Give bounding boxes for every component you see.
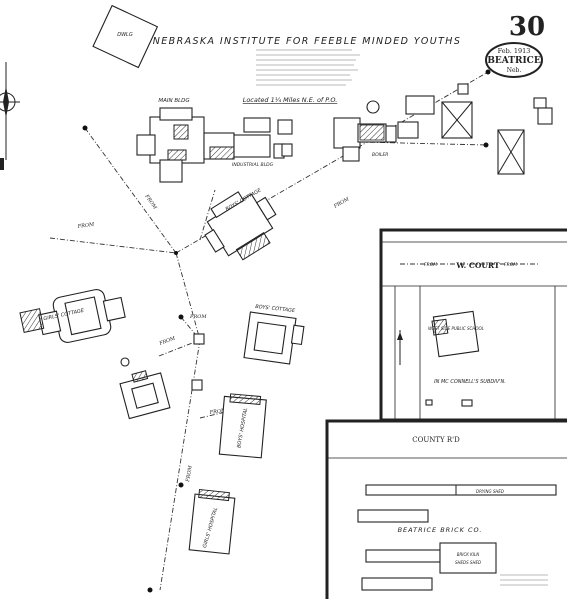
specification-notes — [256, 49, 360, 86]
stamp-date: Feb. 1913 — [498, 47, 531, 55]
center-building — [119, 370, 171, 420]
sheds-label: SHEDS SHED — [455, 560, 481, 565]
main-building: MAIN BLDG INDUSTRIAL BLDG — [136, 98, 285, 183]
road-label: FROM — [332, 196, 351, 210]
compass-rose-icon — [0, 62, 20, 170]
school-label: WEST SIDE PUBLIC SCHOOL — [428, 326, 484, 331]
boys-cottage-middle: BOYS' COTTAGE — [243, 304, 305, 365]
boiler-house: BOILER — [333, 95, 435, 162]
road-label: FROM — [504, 262, 517, 268]
east-outbuildings — [441, 83, 553, 175]
boys-hospital: BOYS' HOSPITAL — [218, 393, 267, 459]
industrial-label: INDUSTRIAL BLDG — [232, 162, 274, 168]
boys-cottage-upper: BOYS' COTTAGE — [204, 187, 277, 261]
road-label: FROM — [208, 408, 227, 416]
road-label: FROM — [143, 193, 158, 211]
dwelling-building: DWLG — [92, 4, 159, 69]
girls-cottage: GIRLS' COTTAGE — [19, 289, 126, 343]
road-label: FROM — [185, 464, 194, 483]
drying-shed-label: DRYING SHED — [476, 489, 504, 494]
brick-company-label: BEATRICE BRICK CO. — [398, 526, 483, 534]
road-label: FROM — [189, 314, 207, 320]
county-road-label: COUNTY R'D — [412, 436, 460, 444]
stamp-state: Neb. — [507, 67, 522, 74]
date-city-stamp: Feb. 1913 BEATRICE Neb. — [485, 42, 543, 78]
small-sheds — [277, 119, 293, 157]
inset-beatrice-brick: COUNTY R'D DRYING SHED BEATRICE BRICK CO… — [325, 419, 567, 603]
stamp-city: BEATRICE — [487, 56, 541, 66]
boiler-label: BOILER — [372, 152, 388, 158]
brick-kiln-label: BRICK KILN — [457, 552, 479, 557]
map-title: NEBRASKA INSTITUTE FOR FEEBLE MINDED YOU… — [153, 36, 462, 47]
road-label: FROM — [76, 222, 95, 230]
boys-cottage-label-2: BOYS' COTTAGE — [255, 304, 296, 314]
girls-hospital: GIRLS' HOSPITAL — [188, 488, 236, 555]
road-label: FROM — [158, 335, 177, 347]
dwelling-label: DWLG — [117, 32, 133, 38]
inset-west-side-school: W. COURT FROM FROM WEST SIDE PUBLIC SCHO… — [379, 228, 567, 422]
w-court-label: W. COURT — [455, 261, 500, 270]
road-end-dots — [82, 69, 491, 593]
small-structures — [120, 333, 205, 391]
main-building-label: MAIN BLDG — [158, 98, 189, 104]
road-label: FROM — [424, 262, 437, 268]
north-arrow-icon — [397, 332, 403, 340]
subdivision-label: IN MC CONNELL'S SUBDIV'N. — [434, 379, 506, 385]
sheet-number: 30 — [509, 12, 545, 42]
location-note: Located 1¼ Miles N.E. of P.O. — [243, 96, 338, 104]
